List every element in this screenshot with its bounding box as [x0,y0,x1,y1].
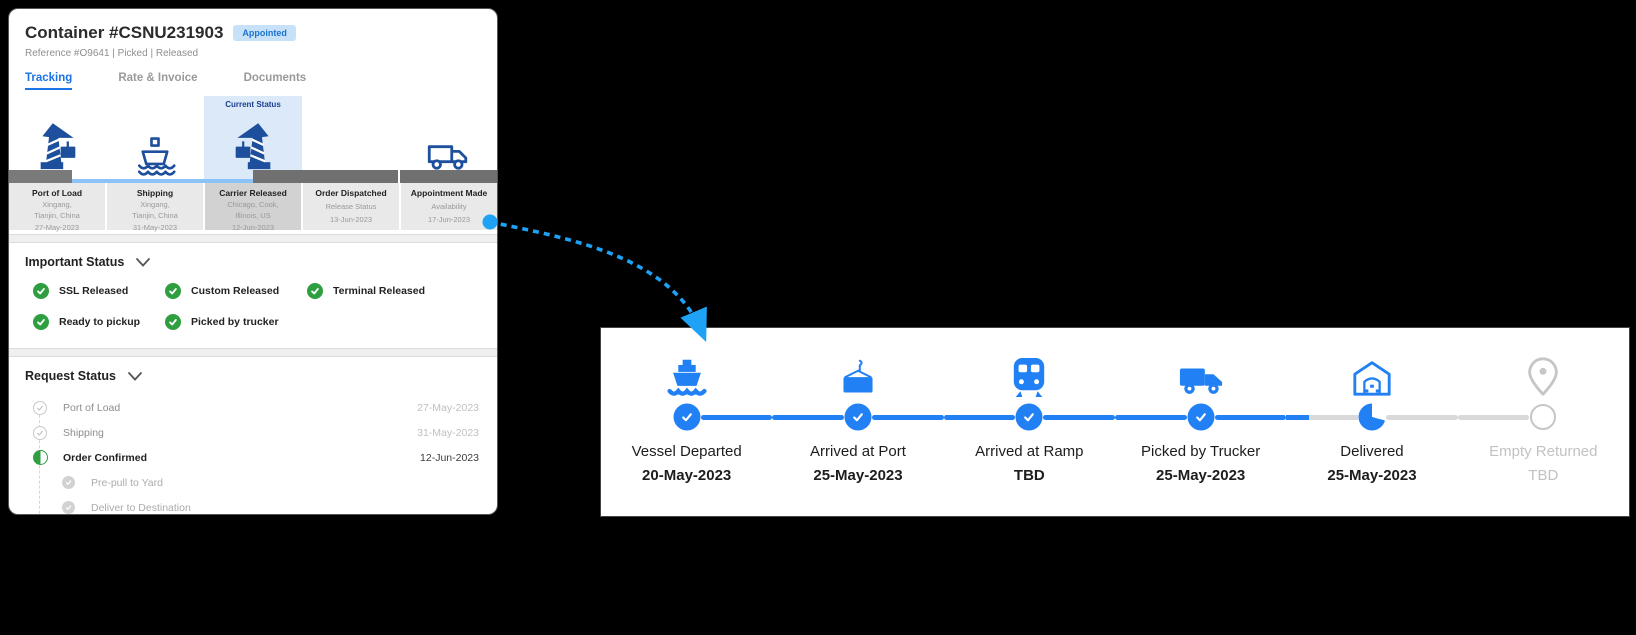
milestone-carrier-released: Carrier Released Chicago, Cook,Illinois,… [205,183,301,232]
check-outline-icon [33,400,47,415]
important-status-item: Ready to pickup [33,314,165,330]
milestone-cell [204,112,302,170]
step-arrived-at-ramp: Arrived at Ramp TBD [943,354,1115,484]
panel-header: Container #CSNU231903 Appointed Referenc… [9,9,497,59]
check-node-icon [673,403,701,431]
milestone-cell [399,112,497,170]
check-muted-icon [61,476,75,489]
important-status-item: Custom Released [165,283,307,299]
check-circle-icon [165,314,181,330]
tab-rate-invoice[interactable]: Rate & Invoice [118,72,198,84]
chevron-down-icon[interactable] [128,371,142,381]
step-picked-by-trucker: Picked by Trucker 25-May-2023 [1114,354,1287,484]
milestone-cell [107,112,205,176]
milestone-appointment-made: Appointment Made Availability 17-Jun-202… [401,183,497,230]
milestone-port-of-load: Port of Load Xingang,Tianjin, China 27-M… [9,183,105,232]
empty-node-icon [1530,404,1557,430]
current-status-label: Current Status [225,100,281,109]
partial-progress-icon [1358,403,1386,431]
step-vessel-departed: Vessel Departed 20-May-2023 [601,354,773,484]
step-delivered: Delivered 25-May-2023 [1286,354,1458,484]
request-step-order-confirmed: Order Confirmed 12-Jun-2023 [25,445,481,470]
important-status-section: Important Status SSL Released Custom Rel… [9,243,497,336]
important-status-item: Terminal Released [307,283,481,299]
check-node-icon [1187,403,1215,431]
shipment-progress-panel: Vessel Departed 20-May-2023 Arrived at P… [600,327,1630,517]
request-status-section: Request Status Port of Load 27-May-2023 … [9,357,497,514]
status-badge: Appointed [233,25,296,41]
important-status-item: Picked by trucker [165,314,307,330]
tab-tracking[interactable]: Tracking [25,72,73,90]
section-divider [9,234,497,243]
milestone-shipping: Shipping Xingang,Tianjin, China 31-May-2… [107,183,203,232]
ship-icon [667,359,707,396]
container-detail-panel: Container #CSNU231903 Appointed Referenc… [8,8,498,515]
half-progress-icon [32,450,48,465]
truck-icon [428,145,468,170]
check-node-icon [1015,403,1043,431]
milestone-timeline: Current Status [9,96,497,232]
check-outline-icon [33,425,47,440]
check-muted-icon [61,501,75,514]
ship-icon [138,137,176,176]
crane-icon [235,123,271,170]
request-status-heading: Request Status [25,369,116,383]
check-circle-icon [165,283,181,299]
important-status-heading: Important Status [25,255,125,269]
request-step-port-of-load: Port of Load 27-May-2023 [25,395,481,420]
train-icon [1014,358,1045,397]
check-node-icon [844,403,872,431]
milestone-order-dispatched: Order Dispatched Release Status 13-Jun-2… [303,183,399,230]
check-circle-icon [33,314,49,330]
warehouse-icon [1353,361,1391,396]
tab-bar: Tracking Rate & Invoice Documents [9,72,497,90]
reference-line: Reference #O9641 | Picked | Released [25,48,199,59]
step-empty-returned: Empty Returned TBD [1457,354,1629,484]
step-arrived-at-port: Arrived at Port 25-May-2023 [772,354,944,484]
milestone-cell [302,112,400,170]
section-divider [9,348,497,357]
location-pin-icon [1528,357,1559,396]
truck-icon [1179,368,1222,394]
step-date: 27-May-2023 [417,401,479,414]
check-circle-icon [307,283,323,299]
page-title: Container #CSNU231903 [25,23,224,42]
important-status-item: SSL Released [33,283,165,299]
container-hook-icon [843,359,873,393]
request-step-deliver: Deliver to Destination [25,495,481,514]
request-step-pre-pull: Pre-pull to Yard [25,470,481,495]
request-step-shipping: Shipping 31-May-2023 [25,420,481,445]
timeline-ground-strip [9,170,497,183]
chevron-down-icon[interactable] [136,257,151,267]
step-date: 31-May-2023 [417,426,479,439]
crane-icon [40,123,76,170]
check-circle-icon [33,283,49,299]
milestone-cell [9,112,107,170]
step-date: 12-Jun-2023 [420,451,479,464]
tab-documents[interactable]: Documents [243,72,307,84]
